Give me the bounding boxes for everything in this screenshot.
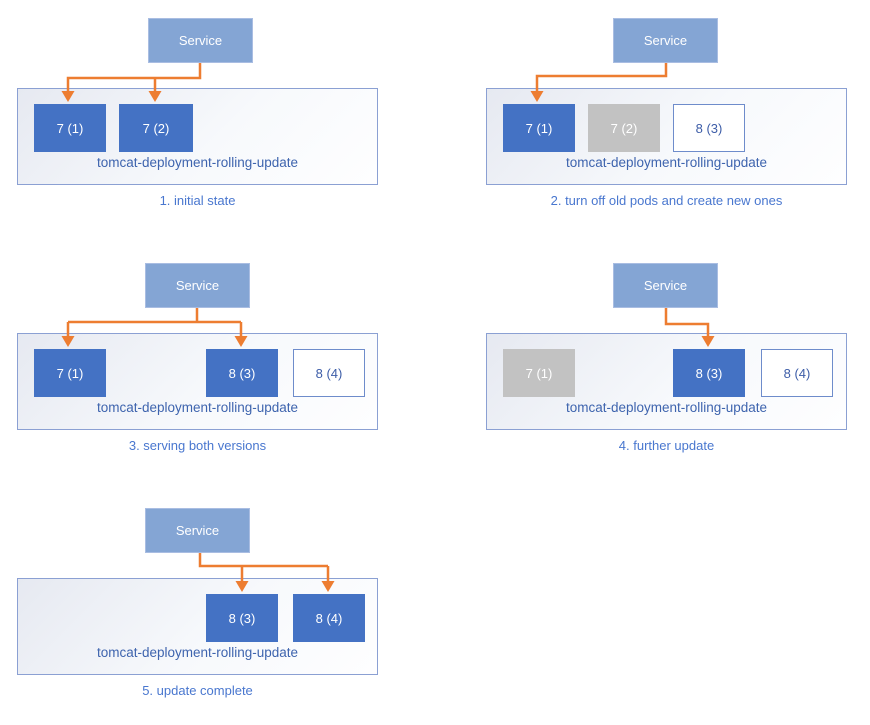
service-box: Service [613,18,718,63]
service-label: Service [643,278,688,293]
pod: 7 (1) [34,104,106,152]
pod-label: 8 (3) [695,365,723,381]
deployment-box: 7 (1) 8 (3) 8 (4) tomcat-deployment-roll… [17,333,378,430]
deployment-label: tomcat-deployment-rolling-update [565,155,768,170]
panel-further-update: Service 7 (1) 8 (3) 8 (4) tomcat-deploym… [435,245,870,480]
pod-label: 8 (3) [228,610,256,626]
panel-serving-both-versions: Service 7 (1) 8 (3) 8 (4) tomcat-deploym… [0,245,435,480]
pod-label: 8 (4) [315,610,343,626]
pod-label: 8 (3) [695,120,723,136]
deployment-box: 7 (1) 8 (3) 8 (4) tomcat-deployment-roll… [486,333,847,430]
pod: 7 (1) [503,349,575,397]
pod: 8 (4) [761,349,833,397]
pod: 8 (3) [673,104,745,152]
pod-label: 7 (1) [56,365,84,381]
pod: 8 (3) [673,349,745,397]
panel-caption: 5. update complete [142,683,253,698]
pod: 7 (2) [588,104,660,152]
service-label: Service [175,278,220,293]
service-box: Service [613,263,718,308]
pod: 8 (3) [206,349,278,397]
deployment-label: tomcat-deployment-rolling-update [96,400,299,415]
panel-initial-state: Service 7 (1) 7 (2) tomcat-deployment-ro… [0,0,435,235]
pod: 8 (3) [206,594,278,642]
panel-update-complete: Service 8 (3) 8 (4) tomcat-deployment-ro… [0,490,435,725]
service-label: Service [178,33,223,48]
pod-label: 7 (1) [525,365,553,381]
service-label: Service [643,33,688,48]
pod: 7 (2) [119,104,193,152]
pod-label: 7 (1) [56,120,84,136]
pod-label: 8 (4) [315,365,343,381]
service-box: Service [145,263,250,308]
deployment-label: tomcat-deployment-rolling-update [96,155,299,170]
pod-label: 7 (2) [142,120,170,136]
panel-turn-off-old-pods: Service 7 (1) 7 (2) 8 (3) tomcat-deploym… [435,0,870,235]
pod-label: 7 (1) [525,120,553,136]
service-label: Service [175,523,220,538]
service-box: Service [148,18,253,63]
panel-caption: 2. turn off old pods and create new ones [550,193,783,208]
deployment-box: 8 (3) 8 (4) tomcat-deployment-rolling-up… [17,578,378,675]
pod: 7 (1) [503,104,575,152]
pod: 8 (4) [293,349,365,397]
panel-caption: 1. initial state [159,193,236,208]
pod-label: 7 (2) [610,120,638,136]
panel-caption: 4. further update [618,438,715,453]
deployment-label: tomcat-deployment-rolling-update [96,645,299,660]
panel-caption: 3. serving both versions [128,438,267,453]
pod: 8 (4) [293,594,365,642]
deployment-label: tomcat-deployment-rolling-update [565,400,768,415]
deployment-box: 7 (1) 7 (2) tomcat-deployment-rolling-up… [17,88,378,185]
pod: 7 (1) [34,349,106,397]
pod-label: 8 (3) [228,365,256,381]
deployment-box: 7 (1) 7 (2) 8 (3) tomcat-deployment-roll… [486,88,847,185]
service-box: Service [145,508,250,553]
pod-label: 8 (4) [783,365,811,381]
